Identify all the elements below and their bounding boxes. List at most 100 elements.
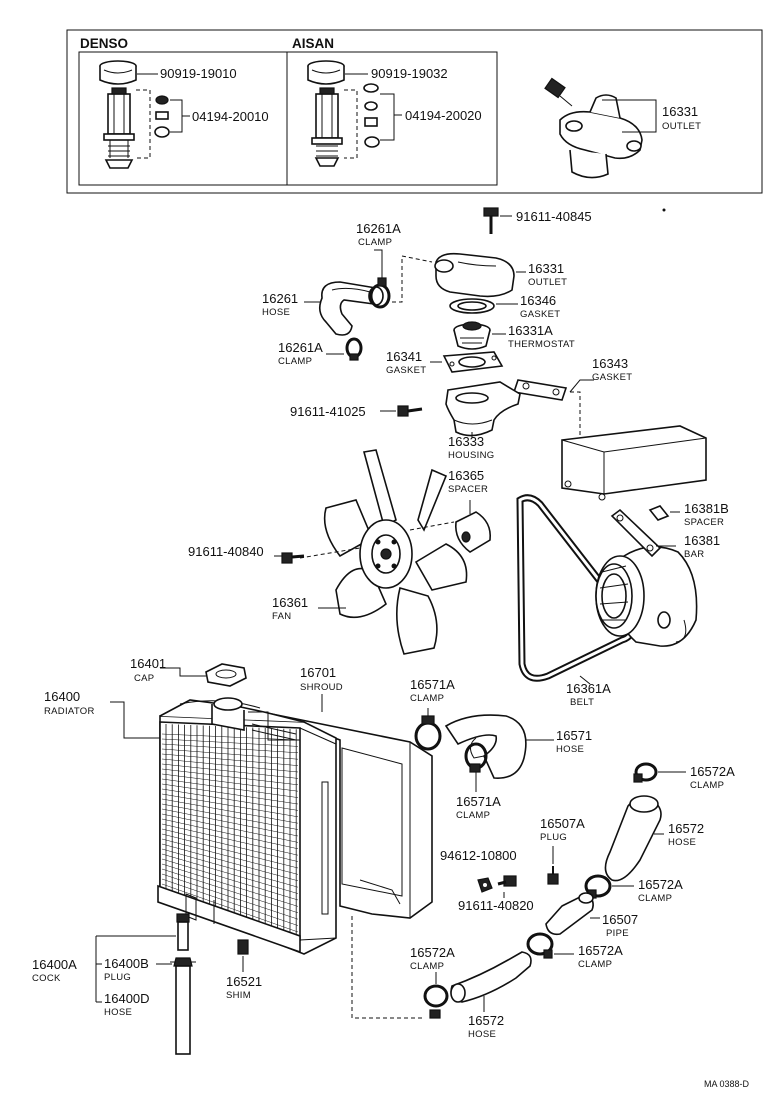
- cap-name: CAP: [134, 673, 154, 684]
- pipe-part-no: 16507: [602, 912, 638, 927]
- housing-part-no: 16333: [448, 434, 484, 449]
- aisan-title: AISAN: [292, 36, 334, 51]
- clamp-f-name: CLAMP: [638, 893, 672, 904]
- radiator-core: [157, 697, 337, 955]
- clamp-a-name: CLAMP: [358, 237, 392, 248]
- bolt-fan-part-no: 91611-40840: [188, 544, 264, 559]
- denso-cap-part-no: 90919-19010: [160, 66, 237, 81]
- clamp-c-name: CLAMP: [410, 693, 444, 704]
- plug-name: PLUG: [540, 832, 567, 843]
- hose-16572-right: [604, 795, 662, 882]
- clamp-d-part-no: 16571A: [456, 794, 501, 809]
- spacer2-name: SPACER: [684, 517, 724, 528]
- aisan-kit-part-no: 04194-20020: [405, 108, 482, 123]
- fan-name: FAN: [272, 611, 291, 622]
- gasket-16346: [449, 298, 495, 314]
- inset-outlet-name: OUTLET: [662, 121, 701, 132]
- thermostat: [453, 321, 491, 350]
- radiator-cap: [205, 663, 247, 687]
- denso-title: DENSO: [80, 36, 128, 51]
- housing-name: HOUSING: [448, 450, 494, 461]
- clamp-e-name: CLAMP: [690, 780, 724, 791]
- bolt-91611-41025: [397, 405, 423, 417]
- fan-part-no: 16361: [272, 595, 308, 610]
- belt-name: BELT: [570, 697, 594, 708]
- clamp-d-name: CLAMP: [456, 810, 490, 821]
- clamp-b-name: CLAMP: [278, 356, 312, 367]
- shim-part-no: 16521: [226, 974, 262, 989]
- clamp-h-part-no: 16572A: [410, 945, 455, 960]
- spacer-name: SPACER: [448, 484, 488, 495]
- bar-part-no: 16381: [684, 533, 720, 548]
- diagram-reference-code: MA 0388-D: [704, 1079, 750, 1089]
- shim: [237, 939, 249, 955]
- clamp-16571A-lower: [464, 742, 488, 773]
- belt-part-no: 16361A: [566, 681, 611, 696]
- hose3-part-no: 16572: [668, 821, 704, 836]
- bar-spacer: [648, 505, 670, 521]
- gasket2-part-no: 16341: [386, 349, 422, 364]
- thermostat-name: THERMOSTAT: [508, 339, 575, 350]
- clamp-16571A-upper: [414, 715, 442, 751]
- shroud-part-no: 16701: [300, 665, 336, 680]
- adjusting-bar: [610, 508, 662, 558]
- denso-kit-part-no: 04194-20010: [192, 109, 269, 124]
- hose3-name: HOSE: [668, 837, 696, 848]
- engine-block-outline: [561, 425, 707, 501]
- gasket3-name: GASKET: [592, 372, 632, 383]
- clamp-16261A-bottom: [345, 337, 363, 361]
- hose2-name: HOSE: [556, 744, 584, 755]
- cap-options-inset: DENSO AISAN 90919-19010 04194-20010: [66, 29, 763, 194]
- radiator-part-no: 16400: [44, 689, 80, 704]
- inset-outlet-part-no: 16331: [662, 104, 698, 119]
- fan-shroud: [261, 711, 433, 919]
- clamp-16572A-upper-right: [633, 762, 658, 783]
- water-outlet: [434, 252, 515, 298]
- drain-cock: [170, 913, 196, 1055]
- clamp-e-part-no: 16572A: [690, 764, 735, 779]
- spacer-part-no: 16365: [448, 468, 484, 483]
- outlet-part-no: 16331: [528, 261, 564, 276]
- clamp-f-part-no: 16572A: [638, 877, 683, 892]
- clamp-a-part-no: 16261A: [356, 221, 401, 236]
- thermostat-housing: [445, 381, 521, 437]
- outlet-name: OUTLET: [528, 277, 567, 288]
- denso-cap-drawing: [99, 60, 170, 169]
- clamp-16572A-pipe-lower: [526, 932, 554, 959]
- clamp-c-part-no: 16571A: [410, 677, 455, 692]
- cooling-fan: [323, 449, 468, 655]
- bolt-91611-40840: [281, 552, 305, 564]
- plug-part-no: 16507A: [540, 816, 585, 831]
- pipe-name: PIPE: [606, 928, 629, 939]
- plug2-part-no: 16400B: [104, 956, 149, 971]
- fan-spacer: [454, 511, 492, 553]
- hose5-part-no: 16572: [468, 1013, 504, 1028]
- gasket1-name: GASKET: [520, 309, 560, 320]
- alternator: [595, 546, 698, 647]
- upper-radiator-hose: [444, 714, 527, 779]
- bolt-top-part-no: 91611-40845: [516, 209, 592, 224]
- gasket3-part-no: 16343: [592, 356, 628, 371]
- clamp-g-name: CLAMP: [578, 959, 612, 970]
- hose-part-no: 16261: [262, 291, 298, 306]
- hose-16572-lower: [450, 951, 532, 1003]
- plug2-name: PLUG: [104, 972, 131, 983]
- hose4-name: HOSE: [104, 1007, 132, 1018]
- clamp-h-name: CLAMP: [410, 961, 444, 972]
- aisan-cap-part-no: 90919-19032: [371, 66, 448, 81]
- spacer2-part-no: 16381B: [684, 501, 729, 516]
- clamp-b-part-no: 16261A: [278, 340, 323, 355]
- water-pipe: [545, 892, 594, 936]
- bolt-91611-40845: [483, 207, 499, 234]
- nut-94612-10800: [477, 877, 493, 893]
- gasket1-part-no: 16346: [520, 293, 556, 308]
- aisan-cap-drawing: [307, 60, 380, 167]
- thermostat-part-no: 16331A: [508, 323, 553, 338]
- hose5-name: HOSE: [468, 1029, 496, 1040]
- cock-part-no: 16400A: [32, 957, 77, 972]
- alt-outlet-drawing: [544, 77, 643, 179]
- gasket-16343: [512, 379, 568, 401]
- plug-16507A: [547, 866, 559, 885]
- gasket-16341: [442, 351, 504, 373]
- clamp-g-part-no: 16572A: [578, 943, 623, 958]
